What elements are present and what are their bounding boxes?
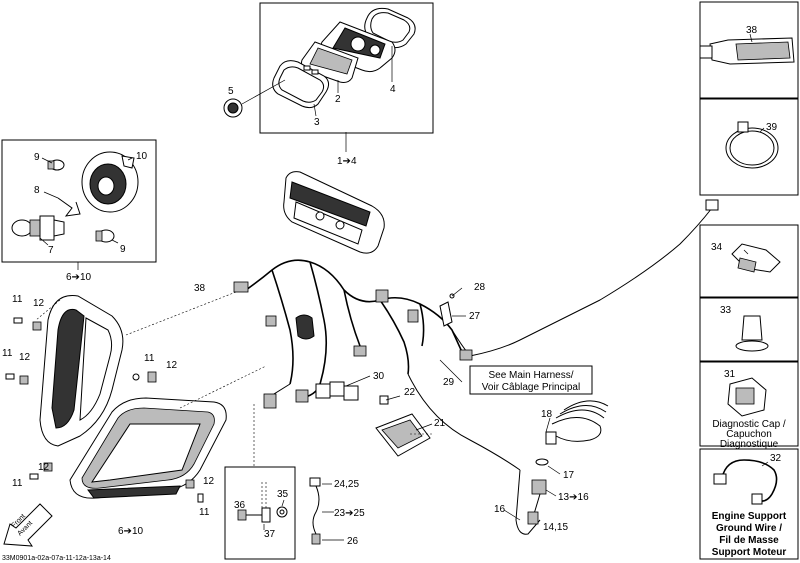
callout-11-e: 11: [199, 507, 210, 518]
callout-39: 39: [766, 122, 778, 133]
diagnostic-cap-part: [727, 377, 767, 417]
screw-part: [303, 65, 319, 75]
callout-11-b: 11: [2, 348, 13, 359]
sensor-parts-box: [224, 466, 296, 560]
callout-27: 27: [469, 311, 481, 322]
callout-34: 34: [711, 242, 723, 253]
ground-wire-label-line1: Engine Support: [712, 511, 787, 522]
callout-2: 2: [335, 94, 341, 105]
ground-wire-label-line2: Ground Wire /: [716, 523, 782, 534]
callout-14-15: 14,15: [543, 522, 568, 533]
main-harness-note-box: [469, 365, 593, 395]
callout-12-d: 12: [38, 462, 50, 473]
hardware-screws: [5, 317, 204, 503]
dielectric-grease-tube-part: [699, 33, 795, 65]
cable-tie-part: [725, 121, 779, 169]
callout-7: 7: [48, 245, 54, 256]
rivet-clip-part: [735, 315, 769, 352]
small-bulb-part: [95, 229, 115, 243]
callout-28: 28: [474, 282, 486, 293]
callout-12-b: 12: [19, 352, 31, 363]
gauge-part: [320, 21, 396, 73]
right-sidebar-boxes: [699, 1, 799, 560]
tether-cord-part: [503, 400, 609, 535]
callout-13-16: 13➔16: [558, 492, 589, 503]
left-headlight-part: [35, 295, 124, 447]
callout-24-25: 24,25: [334, 479, 359, 490]
gauge-knob-part: [223, 98, 243, 118]
callout-37: 37: [264, 529, 276, 540]
callout-12-e: 12: [203, 476, 215, 487]
wiring-harness-part: [233, 199, 719, 471]
right-headlight-part: [69, 397, 227, 499]
diagnostic-cap-label-line3: Diagnostique: [720, 439, 779, 450]
callout-23-25: 23➔25: [334, 508, 365, 519]
callout-9-bottom: 9: [120, 244, 126, 255]
callout-31: 31: [724, 369, 736, 380]
callout-29: 29: [443, 377, 455, 388]
callout-6-10-bottom: 6➔10: [118, 526, 144, 537]
callout-12-a: 12: [33, 298, 45, 309]
halogen-bulb-part: [11, 215, 65, 241]
callout-26: 26: [347, 536, 359, 547]
callout-5: 5: [228, 86, 234, 97]
bulb-kit-box: [1, 139, 157, 270]
note-labels: See Main Harness/ Voir Câblage Principal…: [2, 370, 787, 562]
main-harness-note-line1: See Main Harness/: [488, 370, 573, 381]
callout-36: 36: [234, 500, 246, 511]
callout-21: 21: [434, 418, 446, 429]
diagnostic-cap-label-line1: Diagnostic Cap /: [712, 419, 786, 430]
callout-17: 17: [563, 470, 575, 481]
callout-12-c: 12: [166, 360, 178, 371]
gauge-assembly-box: [223, 2, 434, 152]
callout-18: 18: [541, 409, 553, 420]
drawing-number: 33M0901a-02a-07a-11-12a-13a-14: [2, 555, 111, 562]
callout-11-d: 11: [12, 478, 23, 489]
instrument-cluster-part: [283, 171, 385, 254]
front-direction-arrow: [3, 503, 53, 547]
assembly-guide-lines: [125, 291, 432, 467]
push-clip-part: [731, 243, 781, 273]
headlight-reflector-part: [81, 151, 139, 213]
callout-33: 33: [720, 305, 732, 316]
ground-wire-part: [713, 459, 778, 505]
callout-35: 35: [277, 489, 289, 500]
callout-32: 32: [770, 453, 782, 464]
callout-38-box: 38: [746, 25, 758, 36]
callout-6-10-top: 6➔10: [66, 272, 92, 283]
callout-11-a: 11: [12, 294, 23, 305]
callout-labels: 1➔4 2 3 4 5 6➔10 6➔10 7 8 9 9 10 11 12 1…: [2, 25, 782, 547]
main-harness-note-line2: Voir Câblage Principal: [482, 382, 580, 393]
callout-16: 16: [494, 504, 506, 515]
callout-4: 4: [390, 84, 396, 95]
callout-9-top: 9: [34, 152, 40, 163]
ground-wire-label-line4: Support Moteur: [712, 547, 787, 558]
callout-22: 22: [404, 387, 416, 398]
callout-11-c: 11: [144, 353, 155, 364]
callout-10: 10: [136, 151, 148, 162]
spring-clip-part: [57, 197, 81, 217]
callout-1-4: 1➔4: [337, 156, 357, 167]
callout-30: 30: [373, 371, 385, 382]
callout-38-main: 38: [194, 283, 206, 294]
diagnostic-cap-label-line2: Capuchon: [726, 429, 772, 440]
callout-8: 8: [34, 185, 40, 196]
ground-wire-label-line3: Fil de Masse: [719, 535, 779, 546]
small-bulb-part: [47, 159, 65, 171]
callout-3: 3: [314, 117, 320, 128]
temperature-sensor-part: [309, 477, 344, 545]
